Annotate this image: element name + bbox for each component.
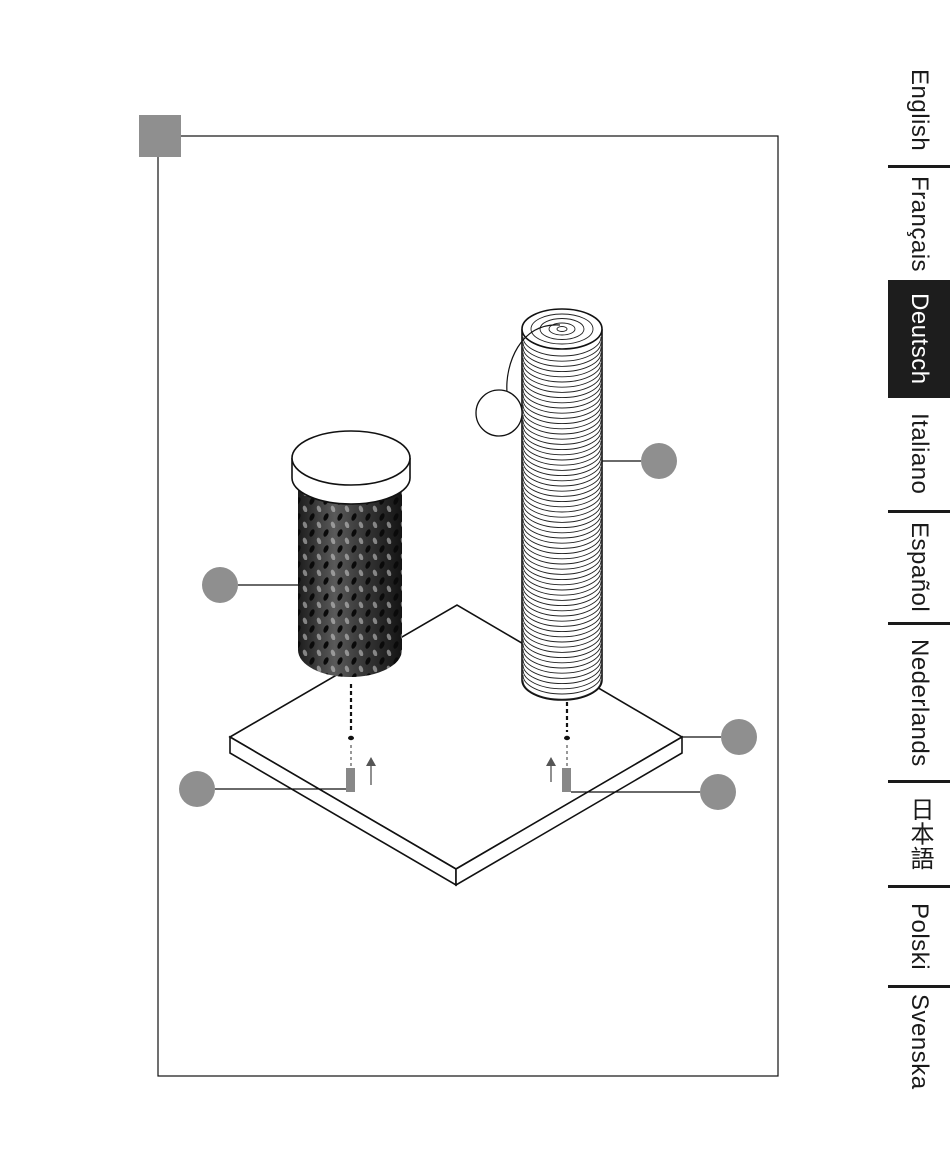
lang-tab-label: English [907,69,931,151]
plush-post [292,431,410,677]
callout-plush-post [202,567,300,603]
lang-tab-7[interactable]: Polski [888,885,950,985]
lang-tab-label: Español [907,522,931,612]
lang-tab-5[interactable]: Nederlands [888,622,950,780]
base-board [230,605,682,885]
lang-tab-6[interactable]: 日本語 [888,780,950,885]
lang-tab-2[interactable]: Deutsch [888,280,950,398]
sisal-post [522,309,602,700]
lang-tab-label: Svenska [907,994,931,1090]
callout-sisal-post [602,443,677,479]
step-frame [158,136,778,1076]
toy-ball [476,390,522,436]
lang-tab-8[interactable]: Svenska [888,985,950,1095]
lang-tab-label: Nederlands [907,639,931,767]
lang-tab-1[interactable]: Français [888,165,950,280]
lang-tab-3[interactable]: Italiano [888,398,950,510]
lang-tab-4[interactable]: Español [888,510,950,622]
lang-tab-label: 日本語 [907,797,931,871]
callout-base-board [682,719,757,755]
step-badge [139,115,181,157]
lang-tab-label: Français [907,176,931,272]
lang-tab-label: Deutsch [907,293,931,385]
lang-tab-label: Polski [907,903,931,970]
lang-tab-0[interactable]: English [888,55,950,165]
lang-tab-label: Italiano [907,413,931,494]
